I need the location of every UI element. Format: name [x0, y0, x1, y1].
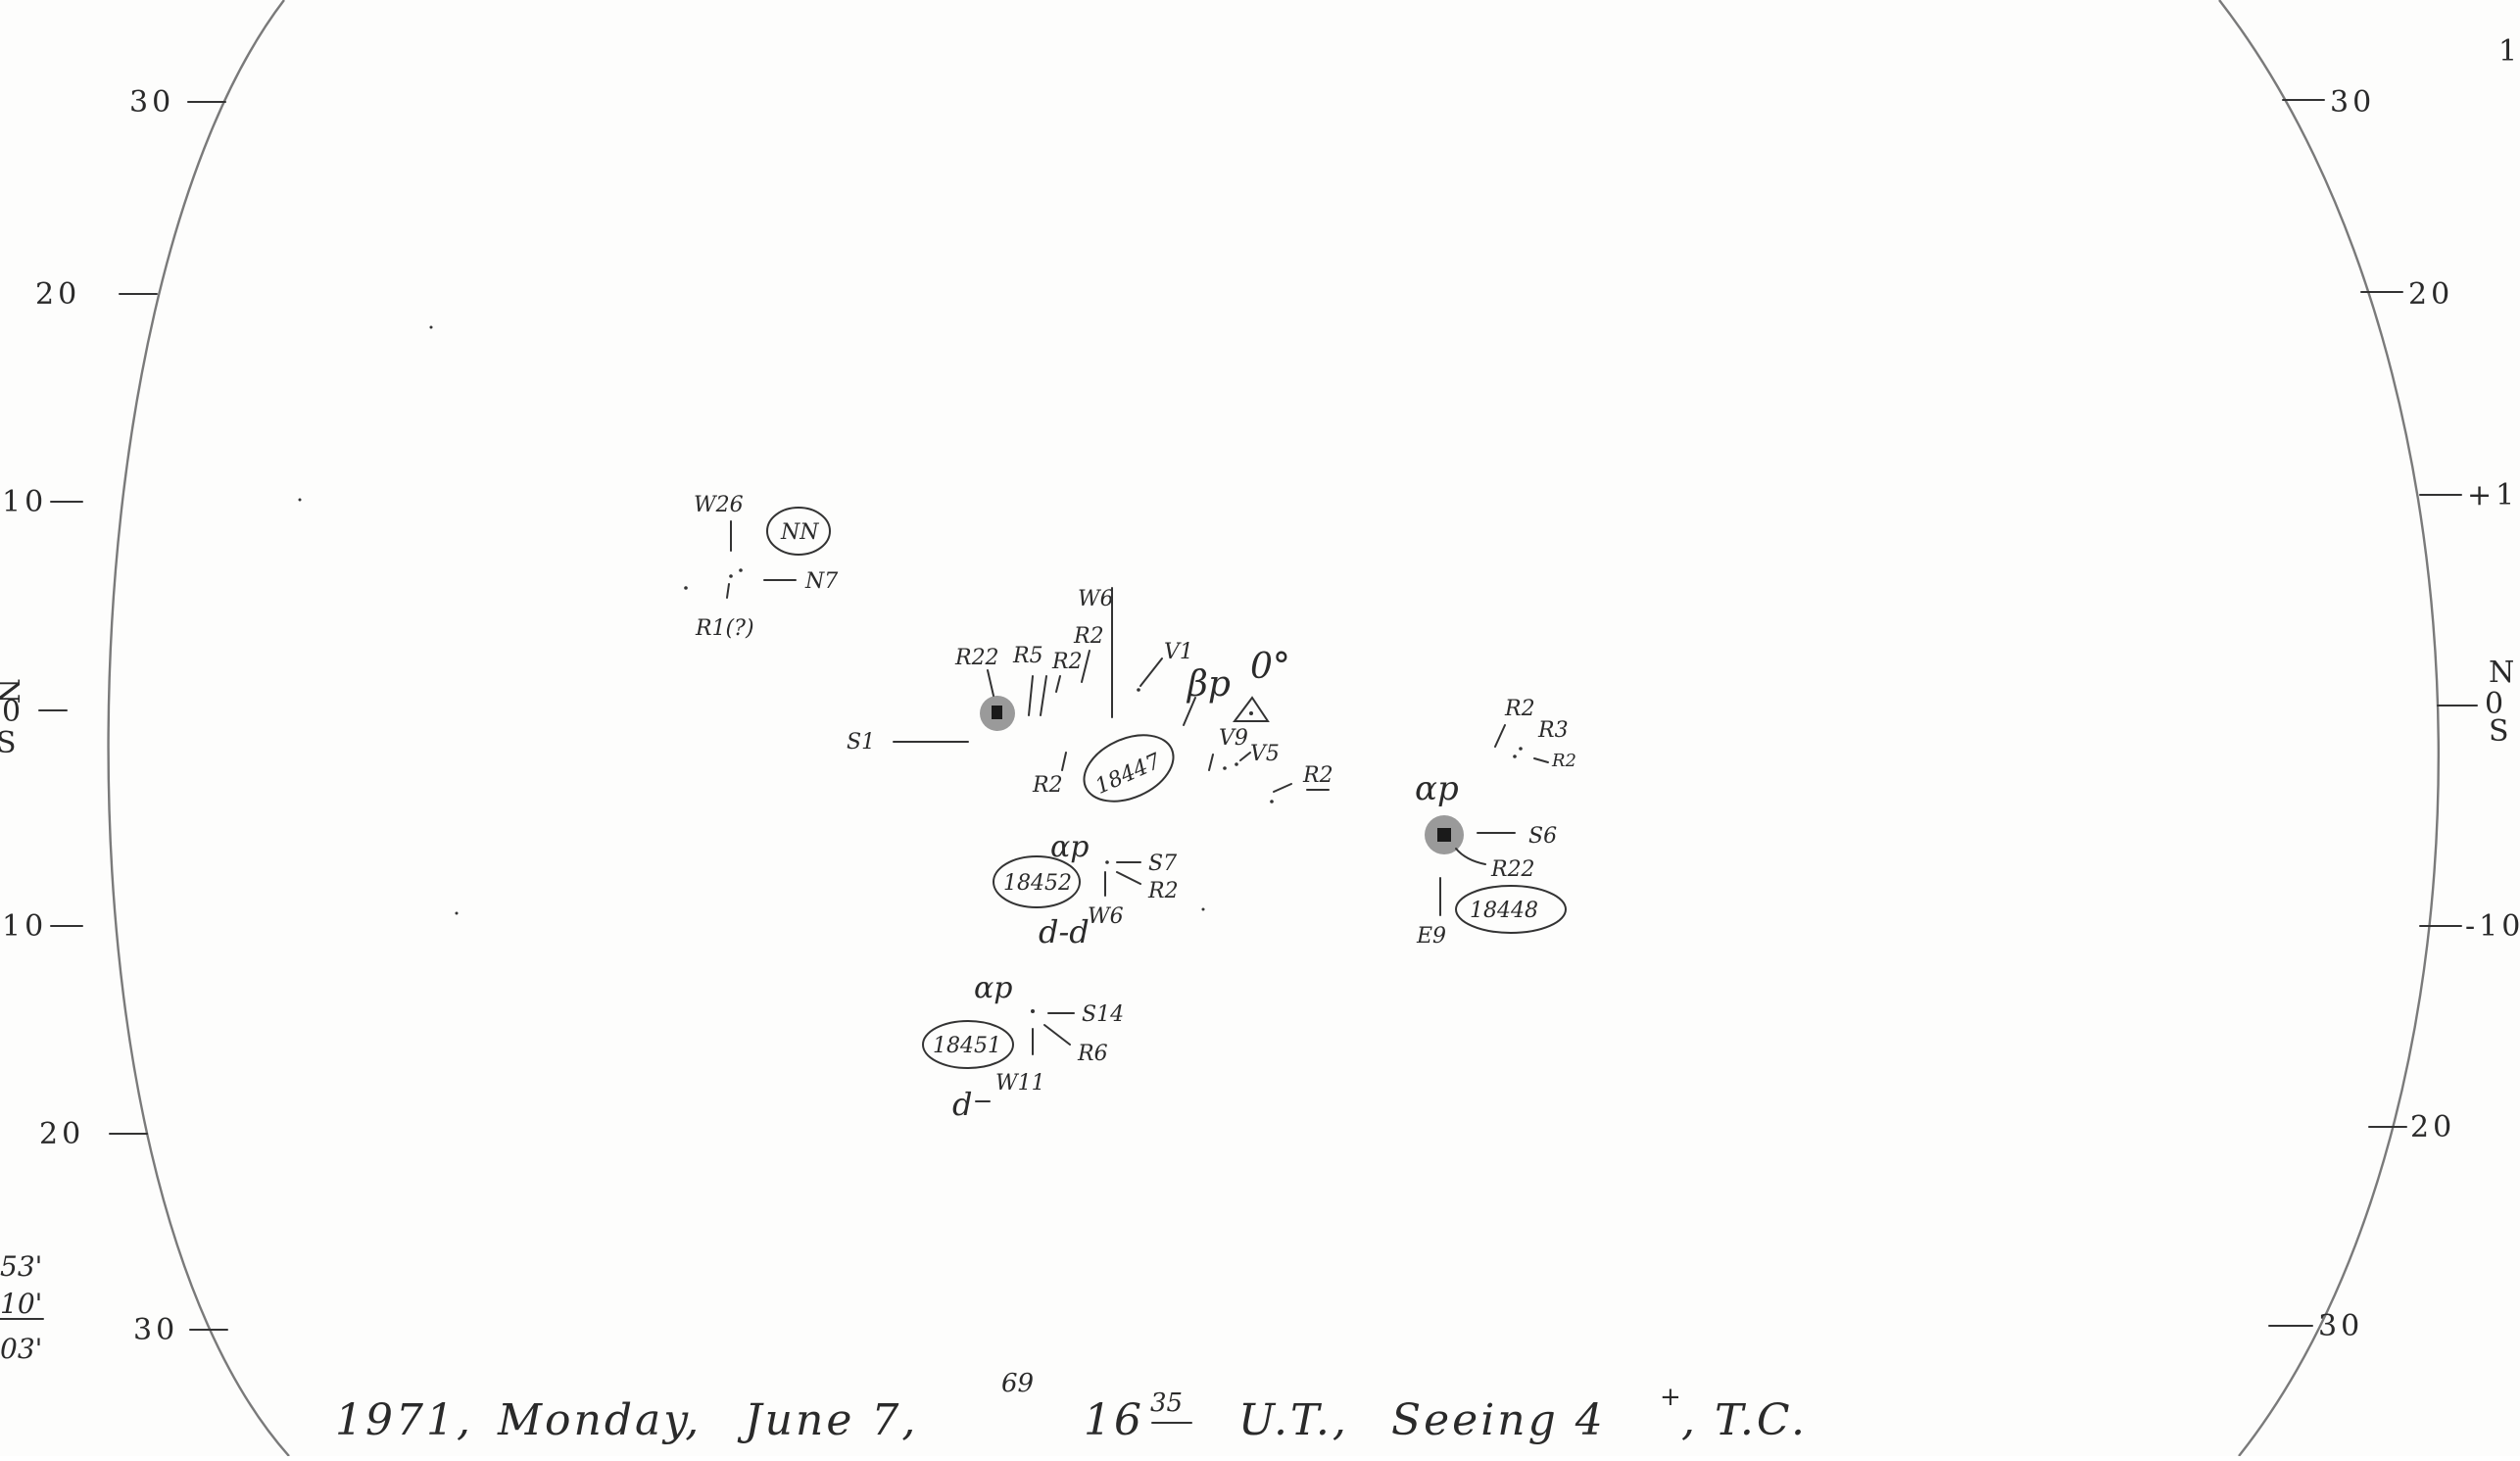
zurich-type: d: [952, 1086, 972, 1123]
tilt-angle: 0°: [1250, 647, 1290, 687]
region-west-label: W6: [1078, 587, 1114, 611]
region-18452: αp 18452 S7 R2 d-d W6: [993, 830, 1179, 950]
region-width-label: W11: [995, 1071, 1045, 1096]
rotation-label: R2: [1051, 650, 1083, 674]
rotation-label: R2: [1073, 624, 1104, 649]
stray-marks: [298, 325, 1205, 915]
rotation-label: R2: [1147, 879, 1179, 903]
rotation-label: R22: [1490, 857, 1535, 882]
caption-initials: , T.C.: [1681, 1395, 1808, 1445]
region-number-oval: [766, 507, 831, 556]
left-scale: 30 20 10 0 10 20 30 N S: [0, 85, 228, 1347]
rotation-label: R5: [1012, 644, 1043, 668]
region-number-oval: [1083, 734, 1175, 803]
region-south-label: S1: [847, 730, 875, 755]
magnetic-class: αp: [1415, 769, 1459, 808]
left-south-label: S: [0, 726, 17, 760]
right-scale: 30 20 +10 0 -10 20 30 N S 1: [2268, 34, 2520, 1343]
rotation-label: R2: [1504, 697, 1535, 721]
right-scale-label: +10: [2467, 478, 2520, 512]
region-width-label: W6: [1088, 904, 1124, 929]
left-north-label: N: [0, 678, 24, 704]
caption-day: Monday,: [497, 1395, 702, 1445]
region-number: 18447: [1091, 750, 1164, 800]
region-nn: W26 NN N7 R1(?): [684, 493, 838, 641]
right-scale-label: 0: [2485, 687, 2507, 721]
caption-ut: U.T.,: [1238, 1395, 1349, 1445]
left-scale-label: 10: [2, 909, 47, 944]
left-scale-label: 0: [2, 695, 24, 729]
right-south-label: S: [2489, 714, 2509, 749]
rotation-label: R2: [1302, 763, 1333, 788]
rotation-label: R2: [1032, 773, 1063, 798]
left-scale-label: 30: [129, 85, 174, 120]
caption-year: 1971,: [335, 1395, 473, 1445]
region-number: NN: [780, 520, 819, 545]
rotation-label: R6: [1077, 1042, 1108, 1066]
caption-seeing: Seeing 4: [1391, 1395, 1606, 1445]
margin-note: 03': [0, 1333, 42, 1365]
margin-notes: 53' 10' 03': [0, 1250, 44, 1365]
v-label: V1: [1164, 640, 1193, 664]
top-right-fragment: 1: [2498, 34, 2517, 69]
left-scale-label: 30: [133, 1313, 178, 1347]
left-scale-label: 10: [2, 485, 47, 519]
left-scale-label: 20: [35, 277, 80, 312]
right-scale-label: -10: [2465, 909, 2520, 944]
v-label: V9: [1219, 726, 1248, 751]
region-18448: R2 R3 R2 αp S6 R22 18448 E9: [1415, 697, 1576, 949]
region-number: 18452: [1003, 871, 1072, 896]
region-east-label: E9: [1416, 924, 1446, 949]
observation-caption: 1971, Monday, June 7, 69 16 35 U.T., See…: [335, 1369, 1808, 1445]
region-number-oval: [922, 1020, 1014, 1069]
region-south-label: S6: [1528, 824, 1557, 849]
caption-time: 16: [1084, 1395, 1144, 1445]
region-rotation-label: R1(?): [695, 616, 754, 641]
triangle-marker: [1233, 696, 1270, 722]
rotation-label: R3: [1537, 718, 1569, 743]
region-18447: W6 S1 R22 R5 R2 R2 R2 V1 βp 0° V9 V5 184…: [847, 587, 1333, 804]
region-number: 18448: [1470, 899, 1538, 923]
magnetic-class: βp: [1186, 664, 1231, 705]
rotation-label: R2: [1551, 751, 1576, 771]
sunspot-umbra: [1437, 828, 1451, 842]
caption-time-minutes: 35: [1150, 1388, 1183, 1418]
region-width-label: W26: [694, 493, 744, 517]
right-north-label: N: [2489, 656, 2514, 690]
margin-note: 10': [0, 1288, 42, 1320]
magnetic-class: αp: [974, 971, 1012, 1005]
sunspot-umbra: [992, 706, 1002, 719]
right-scale-label: 20: [2408, 277, 2453, 312]
region-number-oval: [1455, 885, 1567, 934]
right-scale-label: 20: [2410, 1110, 2455, 1144]
solar-limb-left: [107, 0, 290, 1457]
zurich-type: d-d: [1039, 913, 1090, 950]
caption-seeing-plus: +: [1660, 1383, 1681, 1412]
left-scale-label: 20: [39, 1117, 84, 1151]
v-label: V5: [1250, 742, 1280, 766]
region-south-label: S14: [1082, 1002, 1124, 1027]
right-scale-label: 30: [2330, 85, 2375, 120]
caption-date-fraction: 69: [1001, 1369, 1034, 1398]
region-18451: αp 18451 S14 R6 d W11: [922, 971, 1124, 1123]
caption-date: June 7,: [737, 1395, 918, 1445]
margin-note: 53': [0, 1250, 42, 1283]
region-east-label: N7: [804, 569, 838, 594]
region-number: 18451: [933, 1034, 1001, 1058]
rotation-label: R22: [954, 646, 999, 670]
region-number-oval: [993, 855, 1081, 908]
solar-limb-right: [2218, 0, 2440, 1457]
region-south-label: S7: [1148, 852, 1177, 876]
right-scale-label: 30: [2318, 1309, 2363, 1343]
